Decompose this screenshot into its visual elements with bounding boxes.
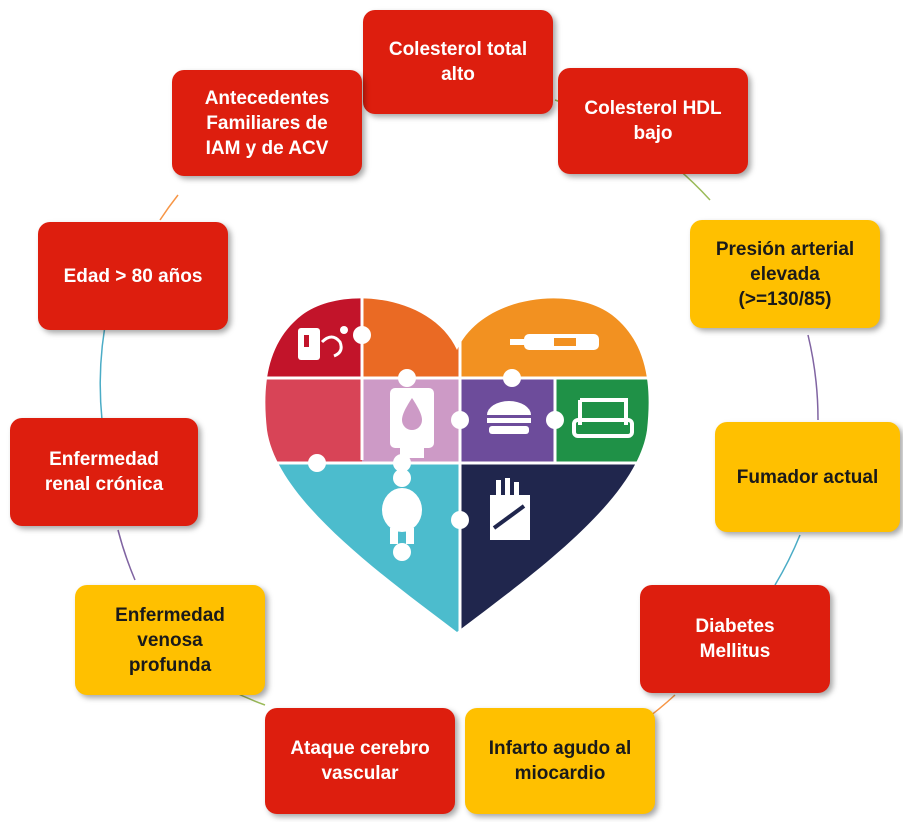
connector-arc bbox=[807, 334, 819, 421]
puzzle-piece bbox=[265, 463, 460, 632]
risk-factor-node: Antecedentes Familiares de IAM y de ACV bbox=[172, 70, 362, 176]
risk-factor-node: Colesterol total alto bbox=[363, 10, 553, 114]
node-label: Enfermedad renal crónica bbox=[44, 449, 164, 495]
node-label: Infarto agudo al miocardio bbox=[488, 738, 632, 784]
node-label: Ataque cerebro vascular bbox=[290, 738, 430, 784]
puzzle-knob bbox=[546, 411, 564, 429]
puzzle-knob bbox=[393, 454, 411, 472]
node-label: Enfermedad venosa profunda bbox=[115, 604, 225, 676]
risk-factor-node: Infarto agudo al miocardio bbox=[465, 708, 655, 814]
connector-arc bbox=[117, 529, 136, 581]
puzzle-knob bbox=[393, 543, 411, 561]
connector-arc bbox=[159, 194, 179, 221]
node-label: Antecedentes Familiares de IAM y de ACV bbox=[204, 87, 330, 159]
node-label: Edad > 80 años bbox=[63, 265, 203, 287]
armchair-icon bbox=[572, 398, 634, 438]
risk-factor-node: Fumador actual bbox=[715, 422, 900, 532]
puzzle-knob bbox=[503, 369, 521, 387]
puzzle-knob bbox=[398, 369, 416, 387]
risk-factor-node: Ataque cerebro vascular bbox=[265, 708, 455, 814]
risk-factor-node: Colesterol HDL bajo bbox=[558, 68, 748, 174]
puzzle-knob bbox=[308, 454, 326, 472]
node-label: Presión arterial elevada (>=130/85) bbox=[715, 238, 855, 310]
node-label: Fumador actual bbox=[736, 466, 879, 488]
risk-factor-node: Presión arterial elevada (>=130/85) bbox=[690, 220, 880, 328]
risk-factor-node: Enfermedad renal crónica bbox=[10, 418, 198, 526]
puzzle-piece bbox=[460, 463, 649, 632]
obese-person-icon bbox=[382, 469, 422, 544]
heart-puzzle bbox=[262, 290, 652, 635]
risk-factor-node: Diabetes Mellitus bbox=[640, 585, 830, 693]
risk-factor-node: Edad > 80 años bbox=[38, 222, 228, 330]
cigarette-pack-icon bbox=[490, 478, 530, 540]
blood-pressure-monitor-icon bbox=[298, 326, 348, 360]
puzzle-piece bbox=[362, 298, 460, 378]
node-label: Colesterol total alto bbox=[388, 39, 528, 85]
burger-icon bbox=[487, 401, 531, 434]
connector-arc bbox=[774, 534, 801, 586]
node-label: Colesterol HDL bajo bbox=[584, 98, 722, 144]
puzzle-knob bbox=[451, 411, 469, 429]
puzzle-knob bbox=[451, 511, 469, 529]
puzzle-piece bbox=[265, 378, 362, 463]
blood-drop-icon bbox=[390, 388, 434, 458]
node-label: Diabetes Mellitus bbox=[695, 616, 775, 662]
puzzle-knob bbox=[353, 326, 371, 344]
glucose-meter-icon bbox=[510, 334, 599, 350]
risk-factor-node: Enfermedad venosa profunda bbox=[75, 585, 265, 695]
